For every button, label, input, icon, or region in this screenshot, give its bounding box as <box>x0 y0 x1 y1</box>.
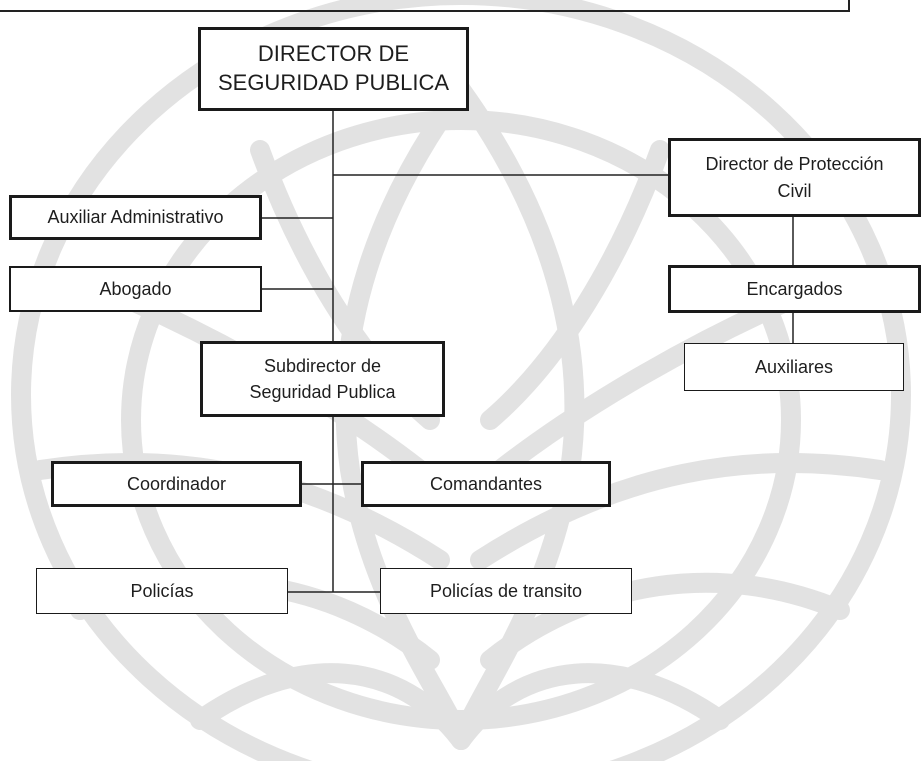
subdirector-box: Subdirector de Seguridad Publica <box>200 341 445 417</box>
auxiliares-box: Auxiliares <box>684 343 904 391</box>
policias-de-transito-box: Policías de transito <box>380 568 632 614</box>
encargados-box: Encargados <box>668 265 921 313</box>
abogado-box: Abogado <box>9 266 262 312</box>
director-box: DIRECTOR DE SEGURIDAD PUBLICA <box>198 27 469 111</box>
coordinador-box: Coordinador <box>51 461 302 507</box>
page-top-frame <box>0 0 850 12</box>
comandantes-box: Comandantes <box>361 461 611 507</box>
auxiliar-administrativo-box: Auxiliar Administrativo <box>9 195 262 240</box>
policias-box: Policías <box>36 568 288 614</box>
director-proteccion-civil-box: Director de Protección Civil <box>668 138 921 217</box>
